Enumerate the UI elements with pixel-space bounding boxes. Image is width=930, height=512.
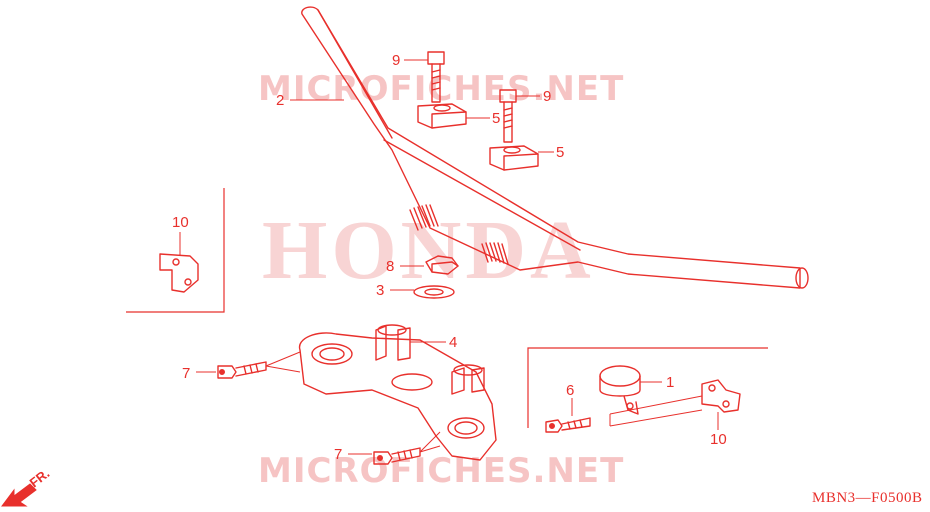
callout-nut: 8 bbox=[386, 258, 394, 275]
holder-upper-right bbox=[489, 145, 539, 171]
bolt-left bbox=[217, 351, 301, 379]
callout-holder-left: 5 bbox=[492, 110, 500, 127]
bolt-bottom bbox=[373, 431, 441, 465]
watermark-brand: HONDA bbox=[262, 204, 595, 297]
meter-bracket-group bbox=[527, 347, 768, 433]
watermark-site-top: MICROFICHES.NET bbox=[258, 69, 624, 109]
handlebar bbox=[301, 6, 809, 289]
callout-bracket-left: 10 bbox=[172, 214, 189, 231]
front-direction-marker: FR. bbox=[1, 466, 52, 507]
diagram-code: MBN3—F0500B bbox=[812, 490, 923, 506]
bolt-upper-right bbox=[499, 89, 517, 143]
callout-handlebar: 2 bbox=[276, 92, 284, 109]
callout-washer: 3 bbox=[376, 282, 384, 299]
callout-meter-holder: 1 bbox=[666, 374, 674, 391]
bracket-left-group bbox=[126, 188, 225, 313]
callout-holder-right: 5 bbox=[556, 144, 564, 161]
nut bbox=[425, 255, 459, 275]
callout-bolt-bottom: 7 bbox=[334, 446, 342, 463]
callout-bolt-upper-right: 9 bbox=[543, 88, 551, 105]
top-bridge bbox=[298, 324, 497, 461]
callout-bolt-upper-left: 9 bbox=[392, 52, 400, 69]
holder-upper-left bbox=[417, 103, 467, 129]
washer bbox=[413, 285, 455, 299]
watermark-site-bottom: MICROFICHES.NET bbox=[258, 451, 624, 491]
callout-bolt-meter: 6 bbox=[566, 382, 574, 399]
front-arrow-icon bbox=[1, 483, 37, 507]
callout-bracket-right: 10 bbox=[710, 431, 727, 448]
callout-bolt-left: 7 bbox=[182, 365, 190, 382]
callout-top-bridge: 4 bbox=[449, 334, 457, 351]
